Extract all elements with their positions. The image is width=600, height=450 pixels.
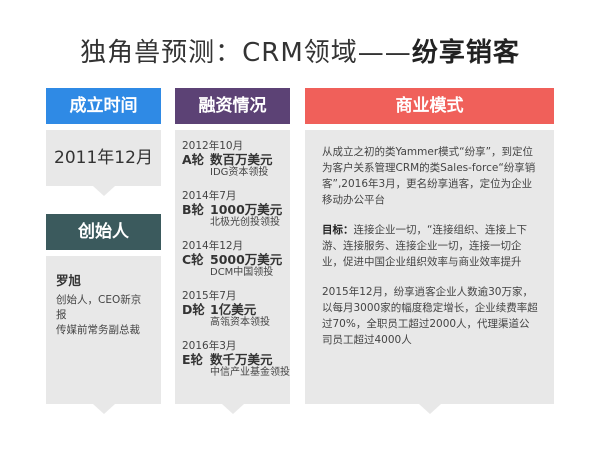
business-history: 从成立之初的类Yammer模式“纷享”，到定位为客户关系管理CRM的类Sales… — [322, 146, 536, 206]
founded-card: 2011年12月 — [46, 130, 161, 196]
round-level: B轮 — [182, 202, 205, 217]
goal-text: 连接企业一切，“连接组织、连接上下游、连接服务、连接企业一切，连接一切企业，促进… — [322, 224, 527, 268]
round-date: 2016年3月 — [182, 340, 237, 352]
round-amount: 5000万美元 — [210, 252, 283, 267]
round-date: 2014年7月 — [182, 190, 237, 202]
page-title-highlight: 纷享销客 — [411, 38, 520, 68]
round-amount: 数千万美元 — [210, 352, 273, 367]
founder-name: 罗旭 — [56, 273, 82, 288]
goal-label: 目标： — [322, 224, 354, 236]
founder-desc-line2: 传媒前常务副总裁 — [56, 324, 140, 336]
round-investor: IDG资本领投 — [210, 167, 269, 178]
round-date: 2014年12月 — [182, 240, 244, 252]
funding-round: 2016年3月 E轮数千万美元 中信产业基金领投 — [182, 340, 290, 379]
founded-header: 成立时间 — [46, 88, 161, 124]
founder-desc-line1: 创始人，CEO新京报 — [56, 294, 142, 321]
founded-date: 2011年12月 — [54, 148, 153, 168]
round-level: E轮 — [182, 352, 204, 367]
round-investor: 中信产业基金领投 — [210, 367, 290, 378]
round-investor: DCM中国领投 — [210, 267, 274, 278]
funding-round: 2014年12月 C轮 5000万美元 DCM中国领投 — [182, 240, 290, 279]
round-amount: 1000万美元 — [210, 202, 283, 217]
funding-header: 融资情况 — [175, 88, 290, 124]
page-title-prefix: 独角兽预测：CRM领域—— — [80, 38, 412, 68]
funding-round: 2012年10月 A轮数百万美元 IDG资本领投 — [182, 140, 290, 179]
business-header: 商业模式 — [305, 88, 554, 124]
funding-round: 2015年7月 D轮 1亿美元 高瓴资本领投 — [182, 290, 290, 329]
round-investor: 北极光创投领投 — [210, 217, 280, 228]
founder-header: 创始人 — [46, 214, 161, 250]
round-date: 2015年7月 — [182, 290, 237, 302]
founder-card: 罗旭 创始人，CEO新京报 传媒前常务副总裁 — [46, 256, 161, 414]
round-investor: 高瓴资本领投 — [210, 317, 270, 328]
business-stats: 2015年12月，纷享逍客企业人数逾30万家，以每月3000家的幅度稳定增长，企… — [322, 286, 538, 346]
funding-round: 2014年7月 B轮 1000万美元 北极光创投领投 — [182, 190, 290, 229]
round-level: D轮 — [182, 302, 205, 317]
business-goal: 目标：连接企业一切，“连接组织、连接上下游、连接服务、连接企业一切，连接一切企业… — [322, 222, 539, 270]
round-level: A轮 — [182, 152, 205, 167]
round-amount: 数百万美元 — [210, 152, 273, 167]
round-level: C轮 — [182, 252, 204, 267]
round-date: 2012年10月 — [182, 140, 244, 152]
business-card: 从成立之初的类Yammer模式“纷享”，到定位为客户关系管理CRM的类Sales… — [305, 130, 554, 414]
page-title: 独角兽预测：CRM领域——纷享销客 — [0, 32, 600, 69]
round-amount: 1亿美元 — [210, 302, 257, 317]
funding-card: 2012年10月 A轮数百万美元 IDG资本领投 2014年7月 B轮 1000万… — [175, 130, 290, 414]
